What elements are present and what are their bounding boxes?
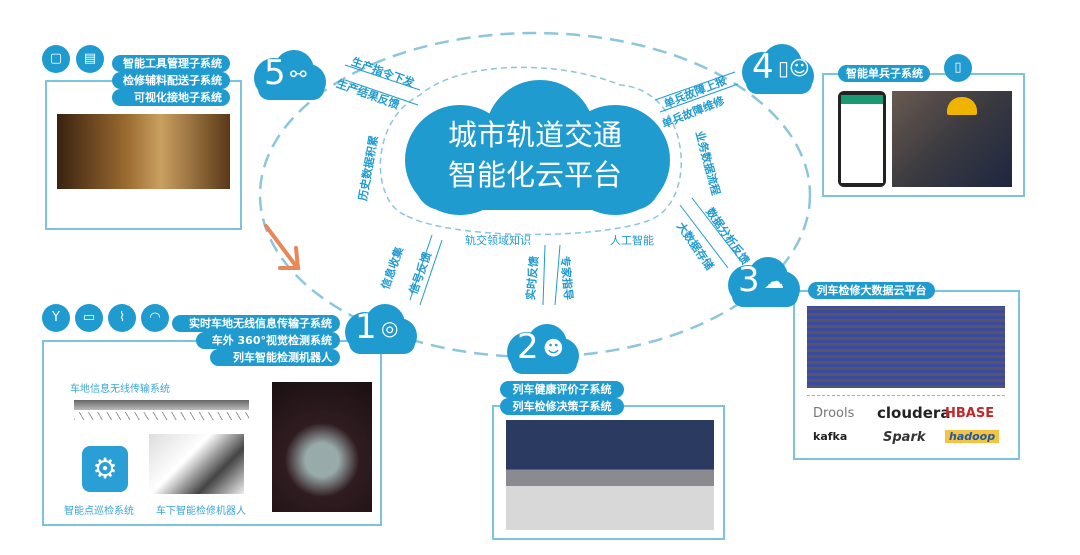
node-number: 2 — [517, 327, 539, 367]
node5-cloud: 5 ⚯ — [252, 48, 328, 104]
title-line-1: 城市轨道交通 — [447, 118, 622, 152]
node2-panel — [492, 405, 725, 540]
node-number: 1 — [355, 307, 377, 347]
central-cloud-shape — [405, 80, 670, 215]
wireless-target-icon: ◎ — [381, 316, 399, 340]
node-number: 3 — [738, 260, 760, 300]
experts-icon: ☻ — [543, 336, 564, 360]
node3-cloud: 3 ☁ — [726, 255, 802, 311]
cloud-signal-icon: ☁ — [764, 269, 784, 293]
toolbox-icon: ▤ — [76, 45, 104, 73]
train-drawing — [74, 400, 249, 410]
depot-train-photo — [57, 114, 230, 189]
mobile-person-icon: ▯☺ — [778, 56, 810, 80]
flow-label: 轨交领域知识 — [465, 234, 531, 247]
box-icon: ▢ — [42, 45, 70, 73]
outer-dashed-loop — [258, 31, 812, 359]
node1-cloud: 1 ◎ — [343, 302, 419, 358]
drools-logo: Drools — [813, 406, 855, 421]
spark-logo: Spark — [883, 430, 926, 445]
gear-app-icon: ⚙ — [82, 446, 128, 492]
server-rack-photo — [807, 306, 1005, 388]
antenna-icon: Y — [42, 304, 70, 332]
wifi-icon: ◠ — [141, 304, 169, 332]
subsystem-pill: 智能单兵子系统 — [838, 65, 930, 82]
node4-panel — [822, 73, 1025, 197]
inspection-robot-image — [149, 434, 244, 494]
node4-cloud: 4 ▯☺ — [740, 42, 816, 98]
robot-arm-icon: ⌇ — [108, 304, 136, 332]
hierarchy-icon: ⚯ — [290, 62, 307, 86]
control-center-photo — [506, 420, 714, 530]
robot-caption: 车下智能检修机器人 — [156, 506, 246, 517]
subsystem-pill: 智能工具管理子系统 — [112, 55, 230, 72]
mobile-app-screenshot — [838, 91, 886, 187]
node3-panel: Drools cloudera HBASE kafka Spark hadoop — [793, 290, 1020, 460]
phone-icon: ▯ — [944, 54, 972, 82]
train-caption: 车地信息无线传输系统 — [70, 384, 170, 395]
subsystem-pill: 列车健康评价子系统 — [500, 381, 624, 398]
kafka-logo: kafka — [813, 430, 848, 443]
subsystem-pill: 列车智能检测机器人 — [210, 349, 340, 366]
subsystem-pill: 可视化接地子系统 — [112, 89, 230, 106]
node-number: 5 — [264, 53, 286, 93]
orange-arrow-icon — [264, 224, 301, 270]
subsystem-pill: 实时车地无线信息传输子系统 — [172, 315, 340, 332]
router-icon: ▭ — [75, 304, 103, 332]
subsystem-pill: 车外 360°视觉检测系统 — [196, 332, 340, 349]
worker-inspection-photo — [892, 91, 1012, 187]
hbase-logo: HBASE — [945, 406, 995, 421]
subsystem-pill: 列车检修决策子系统 — [500, 398, 624, 415]
cloudera-logo: cloudera — [877, 404, 951, 422]
subsystem-pill: 检修辅料配送子系统 — [112, 72, 230, 89]
app-caption: 智能点巡检系统 — [64, 506, 134, 517]
subsystem-pill: 列车检修大数据云平台 — [808, 282, 935, 299]
node1-panel: 车地信息无线传输系统 ⚙ 智能点巡检系统 车下智能检修机器人 — [42, 340, 382, 526]
hadoop-logo: hadoop — [945, 430, 1000, 443]
title-line-2: 智能化云平台 — [447, 158, 622, 192]
node2-cloud: 2 ☻ — [505, 322, 581, 378]
node-number: 4 — [752, 47, 774, 87]
inner-dashed-cloud — [379, 66, 682, 236]
track-drawing — [74, 412, 249, 420]
train-inspection-gantry-photo — [272, 382, 372, 512]
central-platform-title: 城市轨道交通 智能化云平台 — [420, 115, 650, 195]
flow-label: 人工智能 — [610, 234, 654, 247]
